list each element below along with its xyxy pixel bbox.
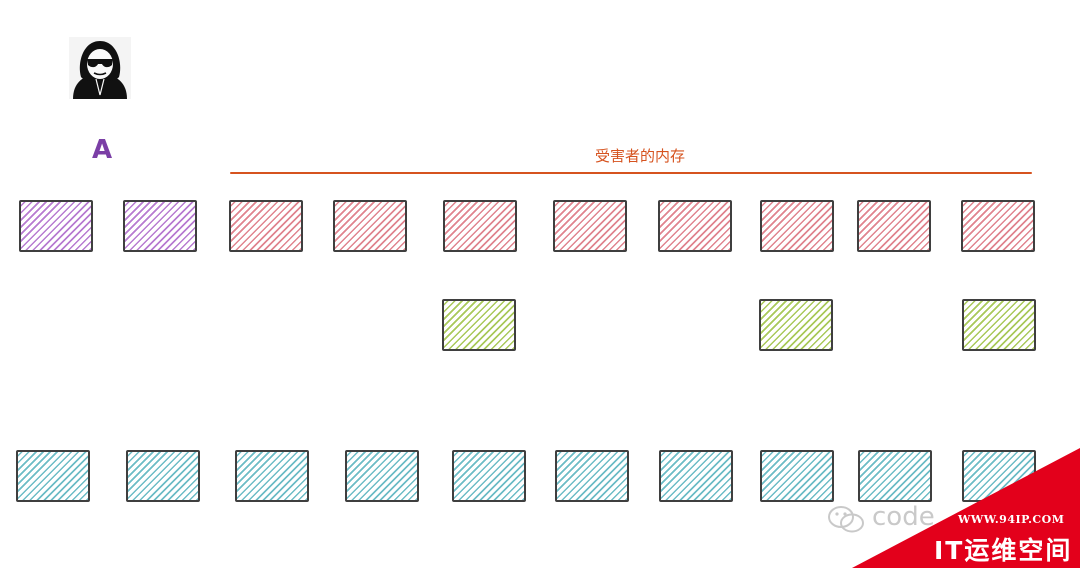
memory-cell-green (962, 299, 1036, 351)
memory-cell-blue (452, 450, 526, 502)
victim-memory-cell (658, 200, 732, 252)
memory-cell-blue (760, 450, 834, 502)
banner-site-name: IT运维空间 (934, 536, 1073, 565)
victim-memory-cell (857, 200, 931, 252)
victim-memory-cell (333, 200, 407, 252)
memory-cell-green (442, 299, 516, 351)
memory-cell-blue (962, 450, 1036, 502)
victim-memory-cell (961, 200, 1035, 252)
victim-memory-cell (443, 200, 517, 252)
victim-memory-bracket-line (230, 172, 1032, 174)
victim-memory-cell (553, 200, 627, 252)
memory-cell-blue (345, 450, 419, 502)
victim-memory-cell (229, 200, 303, 252)
banner-url[interactable]: WWW.94IP.COM (958, 513, 1065, 526)
memory-cell-blue (126, 450, 200, 502)
memory-cell-green (759, 299, 833, 351)
memory-cell-blue (235, 450, 309, 502)
victim-memory-title: 受害者的内存 (594, 147, 685, 165)
memory-cell-blue (16, 450, 90, 502)
hacker-icon (69, 37, 131, 99)
attacker-memory-cell (123, 200, 197, 252)
memory-cell-blue (858, 450, 932, 502)
attacker-label: A (92, 135, 113, 165)
watermark-text: code (872, 502, 935, 532)
memory-cell-blue (555, 450, 629, 502)
memory-cell-blue (659, 450, 733, 502)
victim-memory-cell (760, 200, 834, 252)
attacker-memory-cell (19, 200, 93, 252)
wechat-icon (828, 506, 864, 533)
